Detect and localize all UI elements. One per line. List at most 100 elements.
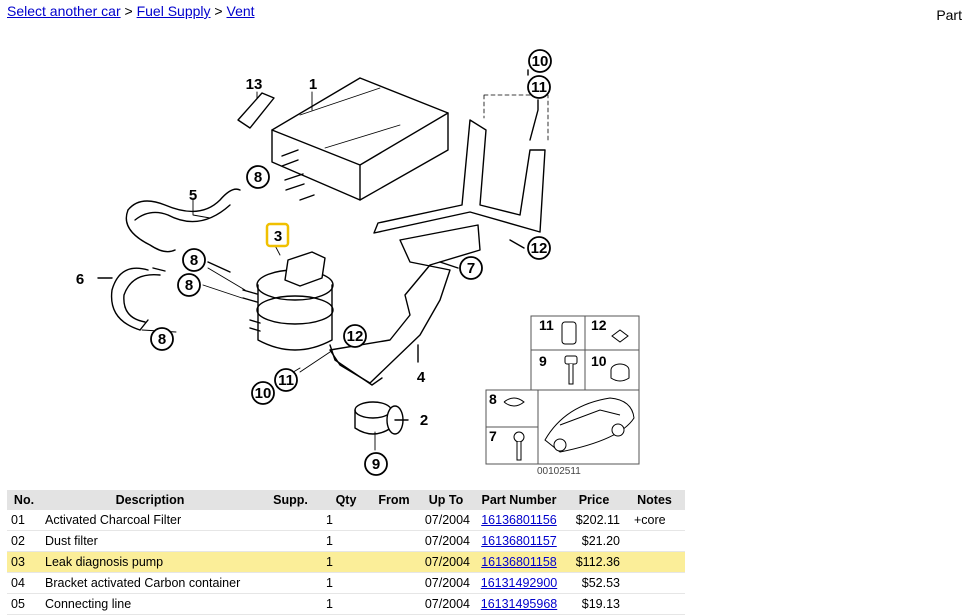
legend-label-10: 10 [591,353,607,369]
col-header-from: From [370,490,418,510]
svg-text:12: 12 [347,328,364,345]
svg-text:11: 11 [531,79,547,96]
breadcrumb-separator: > [124,3,133,19]
diagram-image-code: 00102511 [537,466,581,477]
cell-notes [624,573,685,594]
svg-text:9: 9 [372,456,380,473]
cell-notes [624,531,685,552]
svg-text:1: 1 [309,76,317,93]
callout-11-top[interactable]: 11 [527,75,551,99]
cell-supp [259,594,322,615]
part-number-link[interactable]: 16136801157 [481,534,557,548]
svg-text:4: 4 [417,369,426,386]
cell-from [370,594,418,615]
parts-diagram: 10 11 13 1 8 5 3 12 8 7 6 8 12 8 4 11 10… [76,49,640,477]
cell-no: 01 [11,513,25,527]
callout-7[interactable]: 7 [459,256,483,280]
cell-qty: 1 [326,513,333,527]
cell-part-number: 16136801158 [474,551,564,573]
table-row: 05 Connecting line 1 07/2004 16131495968… [7,594,685,615]
callout-11-mid[interactable]: 11 [274,368,298,392]
part-number-link[interactable]: 16136801158 [481,555,557,569]
callout-6[interactable]: 6 [76,271,84,288]
cell-up-to: 07/2004 [424,576,470,590]
col-header-description: Description [41,490,259,510]
cell-part-number: 16136801156 [474,510,564,531]
col-header-part-number: Part Number [474,490,564,510]
legend-label-11: 11 [539,317,554,333]
cell-qty: 1 [326,534,333,548]
cell-price: $112.36 [564,551,624,573]
cell-no: 03 [7,551,41,573]
svg-text:6: 6 [76,271,84,288]
callout-8-a[interactable]: 8 [246,165,270,189]
svg-text:10: 10 [532,53,549,70]
parts-table-header: No. Description Supp. Qty From Up To Par… [7,490,685,510]
cell-description: Activated Charcoal Filter [45,513,182,527]
breadcrumb-separator: > [214,3,223,19]
cell-supp [259,551,322,573]
svg-text:10: 10 [255,385,272,402]
col-header-no: No. [7,490,41,510]
svg-text:3: 3 [274,228,282,245]
cell-notes [624,594,685,615]
svg-text:8: 8 [185,277,193,294]
table-row-highlighted: 03 Leak diagnosis pump 1 07/2004 1613680… [7,551,685,573]
callout-5[interactable]: 5 [189,187,197,204]
diagram-legend-inset: 11 12 9 10 8 7 00102511 [485,315,640,477]
cell-notes: +core [634,513,666,527]
table-row: 01 Activated Charcoal Filter 1 07/2004 1… [7,510,685,531]
callout-1[interactable]: 1 [309,76,317,93]
parts-table: No. Description Supp. Qty From Up To Par… [7,490,685,615]
legend-part-icons [503,321,635,461]
cell-price: $202.11 [575,513,620,527]
part-number-link[interactable]: 16136801156 [481,513,557,527]
breadcrumb-link-fuel-supply[interactable]: Fuel Supply [136,3,211,19]
legend-label-7: 7 [489,428,497,444]
cell-from [370,551,418,573]
callout-2[interactable]: 2 [420,412,428,429]
breadcrumb: Select another car > Fuel Supply > Vent [7,3,255,19]
cell-up-to: 07/2004 [424,597,470,611]
col-header-notes: Notes [624,490,685,510]
breadcrumb-link-select-car[interactable]: Select another car [7,3,121,19]
callout-4[interactable]: 4 [417,369,426,386]
cell-no: 04 [11,576,25,590]
cell-supp [259,531,322,552]
cell-up-to: 07/2004 [418,551,474,573]
legend-label-12: 12 [591,317,607,333]
callout-12-right[interactable]: 12 [527,236,551,260]
cell-price: $19.13 [581,597,620,611]
callout-8-d[interactable]: 8 [150,327,174,351]
callout-9[interactable]: 9 [364,452,388,476]
part-number-link[interactable]: 16131495968 [480,597,558,611]
breadcrumb-link-vent[interactable]: Vent [226,3,255,19]
cell-qty: 1 [326,597,333,611]
part-header-label: Part [936,7,962,23]
table-row: 04 Bracket activated Carbon container 1 … [7,573,685,594]
callout-3[interactable]: 3 [265,222,290,248]
diagram-drawing [97,69,549,451]
part-number-link[interactable]: 16131492900 [480,576,558,590]
callout-10-mid[interactable]: 10 [251,381,275,405]
svg-text:8: 8 [158,331,166,348]
cell-description: Dust filter [45,534,98,548]
cell-price: $52.53 [581,576,620,590]
svg-text:11: 11 [278,372,294,389]
diagram-callouts: 10 11 13 1 8 5 3 12 8 7 6 8 12 8 4 11 10… [76,49,552,476]
cell-supp [259,573,322,594]
callout-13[interactable]: 13 [246,76,263,93]
cell-from [370,531,418,552]
col-header-qty: Qty [322,490,370,510]
svg-text:5: 5 [189,187,197,204]
cell-qty: 1 [322,551,370,573]
callout-8-c[interactable]: 8 [177,273,201,297]
svg-text:7: 7 [467,260,475,277]
cell-notes [624,551,685,573]
callout-8-b[interactable]: 8 [182,248,206,272]
cell-no: 02 [11,534,25,548]
svg-text:8: 8 [254,169,262,186]
callout-10-top[interactable]: 10 [528,49,552,73]
svg-text:12: 12 [531,240,548,257]
callout-12-mid[interactable]: 12 [343,324,367,348]
